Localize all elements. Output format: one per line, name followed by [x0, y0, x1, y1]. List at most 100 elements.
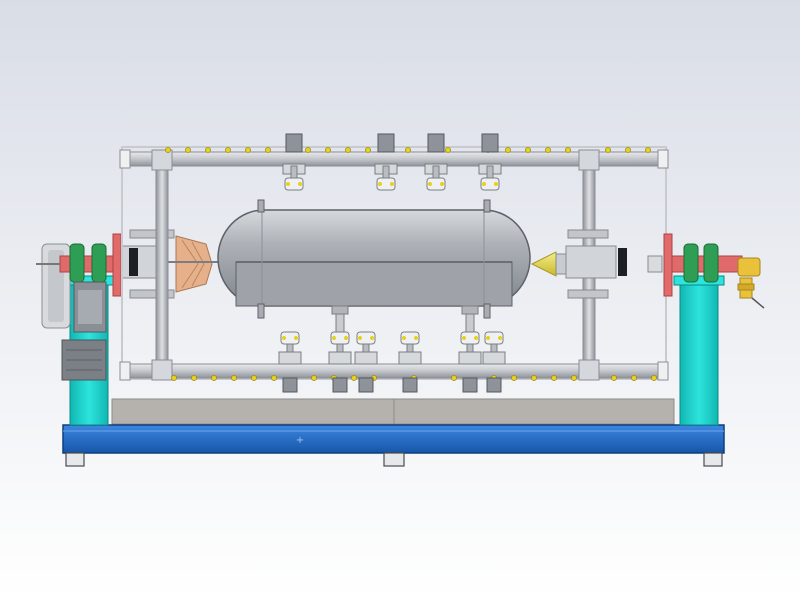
right-small-block [647, 255, 663, 273]
frame-bolt [251, 375, 257, 381]
left-red-flange [112, 233, 122, 297]
clamp-cylinder [285, 133, 303, 153]
clamp-cylinder [427, 133, 445, 153]
base-foot-left [65, 452, 85, 467]
right-coupling-2 [703, 243, 719, 283]
frame-bolt [345, 147, 351, 153]
clamp-body [328, 351, 352, 365]
frame-bolt [511, 375, 517, 381]
bottom-clamp [328, 331, 352, 393]
frame-bolt [631, 375, 637, 381]
clamp-pad [376, 177, 396, 191]
clamp-body [458, 351, 482, 365]
clamp-bolt [358, 336, 362, 340]
clamp-body [354, 351, 378, 365]
top-clamp [374, 133, 398, 191]
clamp-bolt [294, 336, 298, 340]
left-chuck-body [121, 245, 161, 279]
frame-bolt [611, 375, 617, 381]
base-frame: + [62, 398, 725, 467]
bottom-clamp-set [278, 305, 506, 393]
right-column-cap [673, 275, 725, 286]
frame-bolt [451, 375, 457, 381]
left-drive-assembly [36, 229, 222, 426]
post-joint [151, 359, 173, 381]
clamp-pad [480, 177, 500, 191]
frame-bolt [211, 375, 217, 381]
frame-bolt [225, 147, 231, 153]
frame-bolt [305, 147, 311, 153]
clamp-bolt [494, 182, 498, 186]
clamp-bolt [462, 336, 466, 340]
frame-bolt [245, 147, 251, 153]
clamp-bolt [378, 182, 382, 186]
frame-corner [119, 361, 131, 381]
clamp-bolt [282, 336, 286, 340]
frame-bolt [525, 147, 531, 153]
frame-bolt [311, 375, 317, 381]
top-clamp [478, 133, 502, 191]
clamp-bolt [414, 336, 418, 340]
frame-bolt [571, 375, 577, 381]
clamp-bolt [428, 182, 432, 186]
bottom-clamp [354, 331, 378, 393]
frame-bolt [445, 147, 451, 153]
top-clamp-set [282, 133, 502, 191]
clamp-cylinder [402, 377, 418, 393]
brass-rotary-joint [737, 257, 761, 277]
clamp-bolt [402, 336, 406, 340]
frame-bolt [545, 147, 551, 153]
left-coupling-2 [91, 243, 107, 283]
right-coupling-1 [683, 243, 699, 283]
base-foot-right [703, 452, 723, 467]
clamp-bolt [440, 182, 444, 186]
clamp-bolt [474, 336, 478, 340]
plus-sign-icon: + [296, 435, 304, 446]
clamp-rod [486, 165, 494, 179]
vessel-bottom-nozzle [483, 303, 491, 319]
vessel-bottom-nozzle [257, 303, 265, 319]
vessel-top-nozzle [483, 199, 491, 213]
clamp-bolt [390, 182, 394, 186]
vessel-top-nozzle [257, 199, 265, 213]
clamp-body [482, 351, 506, 365]
frame-bolt [185, 147, 191, 153]
vessel-lower-band [235, 261, 513, 307]
clamp-body [398, 351, 422, 365]
clamp-cylinder [481, 133, 499, 153]
frame-bolt [551, 375, 557, 381]
clamp-cylinder [332, 377, 348, 393]
top-clamp [282, 133, 306, 191]
frame-corner [119, 149, 131, 169]
clamp-bolt [486, 336, 490, 340]
vessel-support-rod [465, 311, 475, 333]
left-frame-post [155, 151, 169, 379]
base-beam [62, 424, 725, 454]
clamp-bolt [498, 336, 502, 340]
frame-bolt [271, 375, 277, 381]
right-chuck-body [565, 245, 617, 279]
post-joint [578, 149, 600, 171]
frame-bolt [531, 375, 537, 381]
frame-bolt [231, 375, 237, 381]
bottom-clamp [458, 331, 482, 393]
clamp-rod [290, 165, 298, 179]
left-chuck-bracket [129, 289, 175, 299]
frame-bolt [565, 147, 571, 153]
pressure-vessel [217, 199, 531, 319]
vessel-support-rod [335, 311, 345, 333]
post-joint [151, 149, 173, 171]
clamp-cylinder [358, 377, 374, 393]
clamp-cylinder [377, 133, 395, 153]
left-copper-dish [175, 235, 213, 293]
frame-corner [657, 361, 669, 381]
right-support-column [679, 282, 719, 426]
left-chuck-bracket [129, 229, 175, 239]
clamp-bolt [344, 336, 348, 340]
frame-bolt [505, 147, 511, 153]
frame-bolt [265, 147, 271, 153]
vessel-support-cap [331, 305, 349, 315]
right-tailstock-assembly [530, 229, 765, 426]
clamp-cylinder [486, 377, 502, 393]
right-chuck-bracket [567, 289, 609, 299]
